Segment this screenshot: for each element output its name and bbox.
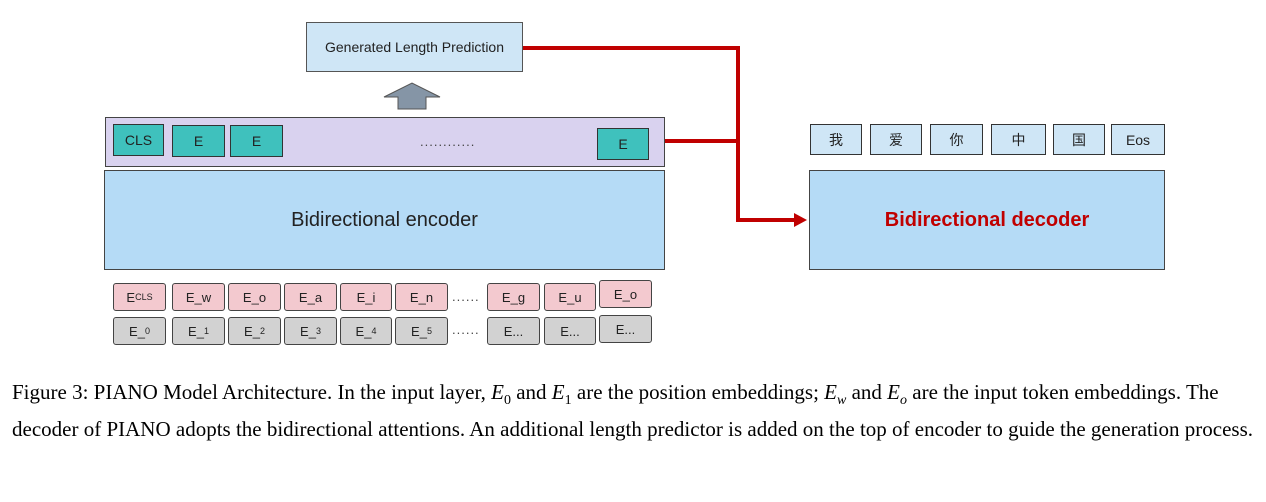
length-to-decoder-arrow [523, 46, 795, 222]
token-embedding: E_w [172, 283, 225, 311]
decoder-output-token: 你 [930, 124, 983, 155]
position-embedding: E... [544, 317, 596, 345]
position-embedding: E_1 [172, 317, 225, 345]
math-symbol: E [824, 380, 837, 404]
math-symbol: E [551, 380, 565, 404]
position-embedding-subscript: 2 [259, 326, 265, 336]
caption-text: are the position embeddings; [571, 380, 825, 404]
token-embedding: E_n [395, 283, 448, 311]
token-embedding: E_i [340, 283, 392, 311]
position-embedding-subscript: 4 [371, 326, 377, 336]
caption-text: and [846, 380, 888, 404]
math-subscript: 1 [564, 393, 572, 409]
encoder-output-token: E [230, 125, 283, 157]
position-embedding-subscript: 3 [315, 326, 321, 336]
bidirectional-decoder: Bidirectional decoder [809, 170, 1165, 270]
position-embedding-label: E_ [188, 323, 204, 339]
token-embedding: E_u [544, 283, 596, 311]
position-embedding-label: E_ [355, 323, 372, 339]
position-embedding-ellipsis: ...... [452, 322, 480, 337]
decoder-output-token: Eos [1111, 124, 1165, 155]
math-subscript: o [900, 393, 907, 409]
decoder-output-token: 爱 [870, 124, 922, 155]
decoder-arrowhead-icon [794, 213, 807, 227]
token-embedding: E_g [487, 283, 540, 311]
token-embedding: E_o [599, 280, 652, 308]
position-embedding-label: E_ [129, 323, 145, 339]
position-embedding-label: E_ [411, 323, 427, 339]
encoder-output-ellipsis: ............ [420, 134, 476, 149]
figure-caption: Figure 3: PIANO Model Architecture. In t… [12, 378, 1254, 444]
position-embedding-subscript: 5 [426, 326, 432, 336]
position-embedding-subscript: 0 [144, 326, 150, 336]
cls-token: CLS [113, 124, 164, 156]
encoder-output-token: E [597, 128, 649, 160]
token-embedding-label: E [126, 289, 136, 305]
position-embedding: E_2 [228, 317, 281, 345]
position-embedding: E... [487, 317, 540, 345]
token-embedding: E_o [228, 283, 281, 311]
decoder-output-token: 国 [1053, 124, 1105, 155]
position-embedding: E_5 [395, 317, 448, 345]
position-embedding-label: E_ [300, 323, 316, 339]
caption-text: Figure 3: PIANO Model Architecture. In t… [12, 380, 492, 404]
math-subscript: 0 [503, 393, 511, 409]
position-embedding: E_4 [340, 317, 392, 345]
math-symbol: E [887, 380, 900, 404]
caption-text: are the input token embeddings. The deco… [12, 380, 1253, 442]
decoder-output-token: 我 [810, 124, 862, 155]
position-embedding-label: E_ [244, 323, 260, 339]
encoder-output-token: E [172, 125, 225, 157]
decoder-output-token: 中 [991, 124, 1046, 155]
token-embedding-subscript: CLS [135, 292, 153, 302]
position-embedding-subscript: 1 [203, 326, 209, 336]
position-embedding: E... [599, 315, 652, 343]
caption-text: and [510, 380, 552, 404]
math-symbol: E [491, 380, 504, 404]
position-embedding: E_0 [113, 317, 166, 345]
position-embedding: E_3 [284, 317, 337, 345]
bidirectional-encoder: Bidirectional encoder [104, 170, 665, 270]
token-embedding: E_a [284, 283, 337, 311]
up-arrow-icon [383, 82, 441, 110]
token-embedding-ellipsis: ...... [452, 289, 480, 304]
length-prediction-box: Generated Length Prediction [306, 22, 523, 72]
math-subscript: w [837, 393, 847, 409]
